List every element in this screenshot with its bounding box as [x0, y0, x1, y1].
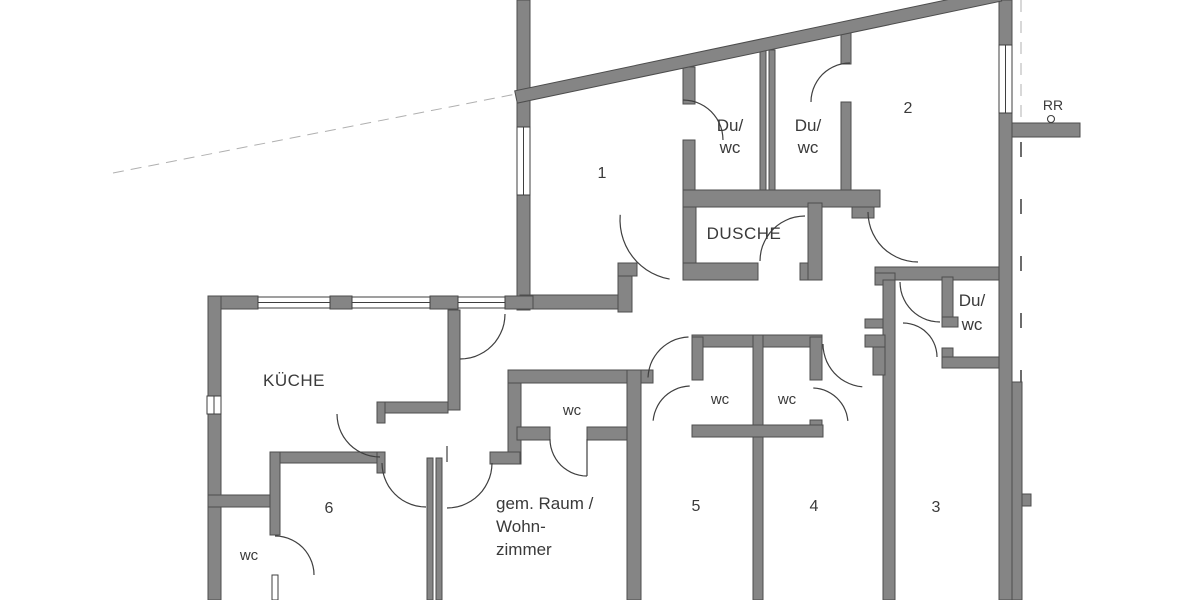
- door-wc-room5-swing-arc: [647, 336, 689, 378]
- label-du-wc-top-2: Du/wc: [795, 116, 822, 157]
- wall: [207, 295, 222, 600]
- wall: [851, 206, 875, 219]
- label-dusche: DUSCHE: [707, 224, 782, 243]
- door-wc-middle-swing-arc: [549, 438, 588, 477]
- wall: [882, 279, 896, 600]
- wall: [426, 457, 434, 600]
- wall: [489, 451, 521, 465]
- wall: [329, 295, 353, 310]
- wall: [617, 262, 638, 277]
- wall: [586, 426, 628, 441]
- wall: [1011, 381, 1023, 600]
- wall: [516, 194, 531, 311]
- label-du-wc-top-1: Du/wc: [717, 116, 744, 157]
- door-wc-room4-swing-arc: [813, 387, 849, 421]
- slanted-exterior-wall: [514, 0, 1003, 104]
- door-kueche-swing-arc: [336, 413, 381, 458]
- wall: [691, 424, 824, 438]
- label-du-wc-right: Du/wc: [959, 291, 986, 334]
- wall: [941, 316, 959, 328]
- label-wc-middle: wc: [562, 402, 582, 419]
- wall: [682, 139, 696, 194]
- door-passage5-swing-arc: [652, 385, 690, 421]
- door-duwc-1-swing-arc: [682, 99, 724, 141]
- wall: [864, 318, 884, 329]
- wall: [682, 262, 759, 281]
- pillar-marker: [1021, 493, 1032, 507]
- wall: [682, 66, 696, 105]
- construction-line: [112, 93, 517, 174]
- label-room-3: 3: [932, 499, 941, 516]
- wall: [682, 189, 881, 208]
- label-wc-room4: wc: [777, 391, 797, 408]
- door-room3-swing-arc: [902, 322, 938, 358]
- wall: [435, 457, 443, 600]
- label-rr: RR: [1043, 97, 1063, 113]
- wall: [447, 309, 461, 411]
- label-wc-left: wc: [239, 547, 259, 564]
- door-duwc-2-swing-arc: [810, 62, 851, 103]
- wall: [864, 334, 886, 348]
- wall: [207, 494, 271, 508]
- wall: [759, 49, 767, 194]
- label-wc-room5: wc: [710, 391, 730, 408]
- wall: [941, 276, 954, 324]
- wall: [376, 451, 386, 474]
- door-room4-swing-arc: [822, 343, 863, 388]
- wall: [516, 0, 531, 129]
- wall: [682, 206, 697, 268]
- wall: [691, 336, 704, 381]
- door-duwc-right-swing-arc: [899, 281, 941, 323]
- wall: [1011, 122, 1081, 138]
- wall: [269, 451, 383, 464]
- wall: [998, 0, 1013, 46]
- label-room-6: 6: [325, 500, 334, 517]
- wall: [507, 369, 522, 465]
- wall: [376, 401, 386, 424]
- wall: [752, 334, 764, 600]
- label-room-2: 2: [904, 100, 913, 117]
- wall: [269, 451, 281, 536]
- label-room-5: 5: [692, 498, 701, 515]
- wall: [840, 31, 852, 65]
- wall: [519, 294, 633, 310]
- door-wc-left-swing-arc: [274, 535, 315, 576]
- wall: [626, 369, 642, 600]
- door-dusche-swing-arc: [759, 215, 806, 262]
- door-room6-swing-arc: [381, 462, 427, 508]
- label-room-4: 4: [810, 498, 819, 515]
- wall: [807, 202, 823, 281]
- label-room-1: 1: [598, 165, 607, 182]
- wall: [941, 356, 1001, 369]
- wall: [872, 346, 886, 376]
- wall: [768, 49, 776, 194]
- wall: [840, 101, 852, 194]
- door-room1-swing-arc: [619, 214, 670, 280]
- wall: [809, 336, 823, 381]
- label-gem-raum: gem. Raum /Wohn-zimmer: [496, 494, 594, 559]
- rr-pipe-circle: [1046, 114, 1056, 124]
- wall: [516, 426, 551, 441]
- wall: [504, 295, 534, 310]
- wall: [507, 369, 654, 384]
- door-vestibule-swing-arc: [459, 313, 506, 360]
- wall: [376, 401, 449, 414]
- door-room2-swing-arc: [867, 211, 919, 263]
- wall: [429, 295, 459, 310]
- door-leaf: [271, 574, 279, 600]
- wall: [998, 112, 1013, 600]
- label-kueche: KÜCHE: [263, 371, 325, 390]
- door-gem-raum-swing-arc: [446, 462, 493, 509]
